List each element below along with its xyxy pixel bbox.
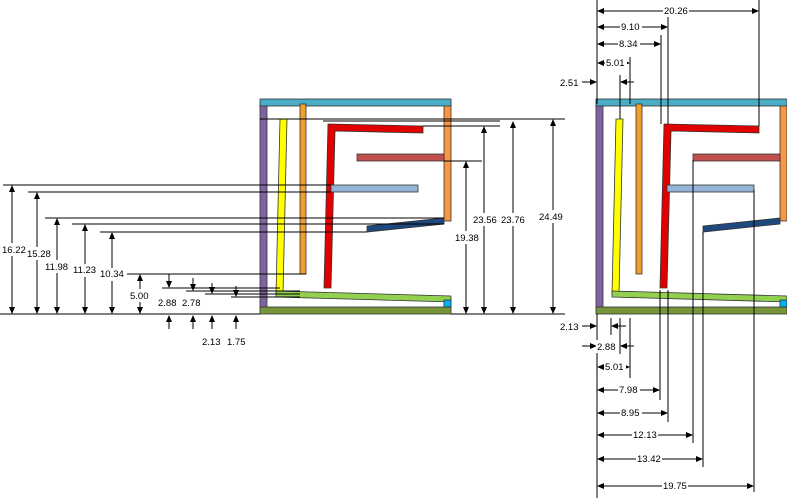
yellow-column — [611, 118, 624, 295]
light-blue-beam — [330, 184, 419, 193]
dim-19-75: 19.75 — [663, 481, 687, 492]
dim-10-34: 10.34 — [100, 269, 124, 280]
dim-1-75: 1.75 — [227, 337, 246, 348]
left-structure — [259, 98, 452, 315]
base-plate — [259, 306, 452, 315]
green-floor-beam — [611, 290, 787, 303]
dim-5-01-top: 5.01 — [606, 58, 625, 69]
dim-7-98: 7.98 — [619, 385, 638, 396]
dim-5-00: 5.00 — [130, 291, 149, 302]
top-plate — [259, 98, 452, 107]
dim-11-23: 11.23 — [73, 265, 96, 276]
dim-23-76: 23.76 — [501, 215, 525, 226]
right-extension-lines — [596, 0, 760, 498]
dim-13-42: 13.42 — [637, 454, 661, 465]
dim-24-49: 24.49 — [539, 212, 563, 223]
salmon-beam — [692, 153, 781, 162]
dim-5-01-bottom: 5.01 — [605, 362, 624, 373]
navy-brace — [366, 217, 445, 233]
dim-16-22: 16.22 — [2, 245, 26, 256]
red-frame — [323, 123, 424, 289]
dim-20-26: 20.26 — [664, 6, 688, 17]
dim-19-38: 19.38 — [455, 233, 479, 244]
base-plate — [595, 306, 787, 315]
top-plate — [595, 98, 787, 107]
right-dimension-labels: 20.26 9.10 8.34 5.01 2.51 2.13 2.88 5.01… — [560, 4, 689, 492]
cyan-block — [443, 299, 452, 308]
dim-8-34: 8.34 — [619, 39, 638, 50]
right-structure — [595, 98, 787, 315]
left-wall — [595, 103, 604, 311]
cyan-block — [779, 299, 787, 308]
dim-2-51: 2.51 — [560, 78, 579, 89]
navy-brace — [702, 217, 781, 233]
dim-2-88: 2.88 — [158, 298, 177, 309]
right-wall — [443, 103, 452, 222]
dim-2-78: 2.78 — [182, 298, 201, 309]
red-frame — [659, 123, 760, 289]
dim-2-88-bottom: 2.88 — [597, 342, 616, 353]
orange-column — [299, 103, 307, 275]
yellow-column — [275, 118, 288, 295]
right-dimension-lines — [582, 8, 759, 489]
dim-9-10: 9.10 — [621, 22, 640, 33]
dim-8-95: 8.95 — [621, 408, 640, 419]
dim-2-13-bottom: 2.13 — [560, 322, 579, 333]
dim-2-13: 2.13 — [202, 337, 221, 348]
dim-11-98: 11.98 — [45, 262, 68, 273]
left-dimension-labels: 16.22 15.28 11.98 11.23 10.34 5.00 2.88 … — [1, 210, 564, 348]
right-wall — [779, 103, 787, 222]
green-floor-beam — [275, 290, 452, 303]
salmon-beam — [356, 153, 445, 162]
dim-12-13: 12.13 — [633, 430, 657, 441]
left-wall — [259, 103, 268, 311]
light-blue-beam — [666, 184, 755, 193]
dim-23-56: 23.56 — [473, 215, 497, 226]
dim-15-28: 15.28 — [27, 249, 51, 260]
orange-column — [635, 103, 643, 275]
